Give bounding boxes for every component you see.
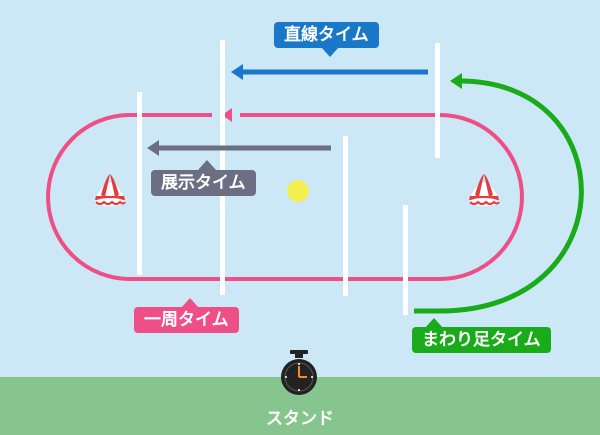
lap-track-oval [46, 113, 524, 281]
lap-time-label: 一周タイム [134, 307, 239, 333]
lap-arrow-head [222, 108, 232, 122]
turn-arrow-head [450, 73, 462, 89]
lap-label-pointer [181, 298, 199, 308]
showcase-arrow-head [147, 140, 159, 156]
timing-pole [435, 43, 440, 158]
showcase-label-pointer [198, 160, 216, 170]
straight-label-pointer [321, 47, 339, 57]
turn-buoy-icon [95, 174, 126, 206]
showcase-time-label: 展示タイム [151, 170, 256, 196]
timing-pole [403, 205, 408, 315]
turn-time-label: まわり足タイム [412, 327, 551, 353]
timing-pole [343, 136, 348, 296]
stopwatch-icon [281, 350, 317, 395]
stand-label: スタンド [266, 409, 334, 429]
timing-pole [137, 92, 142, 275]
ball-icon [287, 180, 309, 202]
straight-arrow-head [231, 64, 243, 80]
turn-time-arrow [414, 78, 584, 314]
timing-pole [220, 40, 225, 295]
straight-time-label: 直線タイム [274, 22, 379, 48]
turn-label-pointer [425, 318, 443, 328]
turn-buoy-icon [469, 174, 500, 206]
